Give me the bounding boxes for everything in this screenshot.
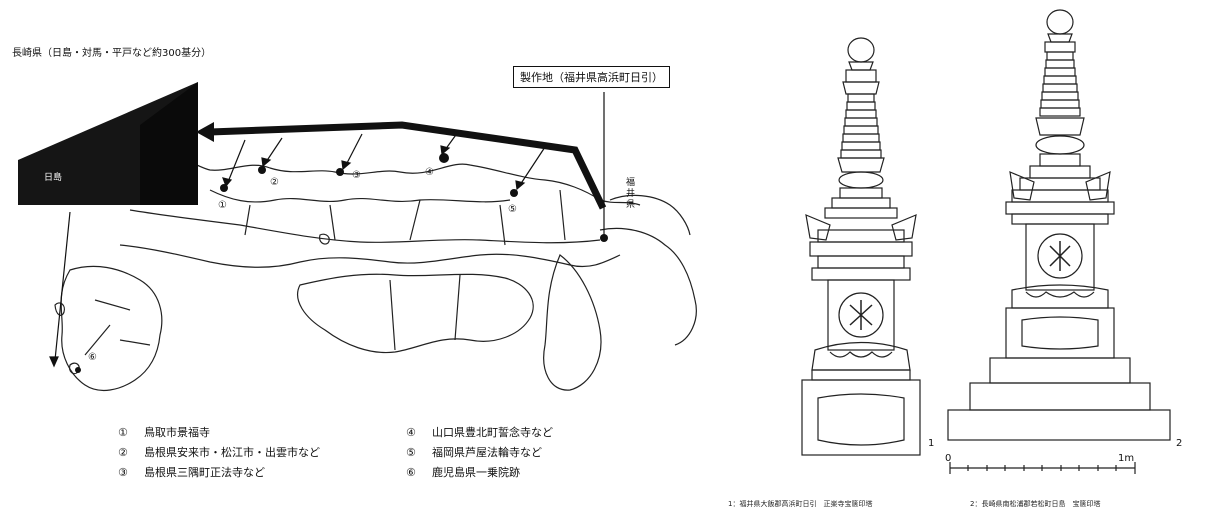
branch-arrows [49,92,605,368]
nagasaki-block-shadow [140,82,198,205]
scale-zero: 0 [945,453,952,464]
nishi-label: 日島 [44,173,63,183]
scale-bar [949,462,1136,474]
map-marker-2: ② [270,177,279,188]
map-marker-4: ④ [425,167,434,178]
caption-1: 1：福井県大飯郡高浜町日引 正楽寺宝篋印塔 [728,500,873,508]
fig2-number: 2 [1176,438,1183,449]
map-marker-5: ⑤ [508,204,517,215]
map-top-label: 長崎県（日島・対馬・平戸など約300基分） [12,48,212,59]
map-marker-1: ① [218,200,227,211]
map-marker-6: ⑥ [88,352,97,363]
site-dots [75,153,608,373]
pagoda-1 [801,37,921,456]
origin-box: 製作地（福井県高浜町日引） [513,66,670,88]
fig1-number: 1 [928,438,935,449]
main-arrow [196,121,607,210]
map-marker-3: ③ [352,170,361,181]
map-outlines [54,148,697,392]
fukui-label: 福井県 [626,178,636,210]
scale-max: 1m [1118,453,1135,464]
caption-2: 2：長崎県南松浦郡若松町日島 宝篋印塔 [970,500,1101,508]
pagoda-2 [947,9,1171,441]
map-markers: ① ② ③ ④ ⑤ ⑥ [88,167,517,363]
